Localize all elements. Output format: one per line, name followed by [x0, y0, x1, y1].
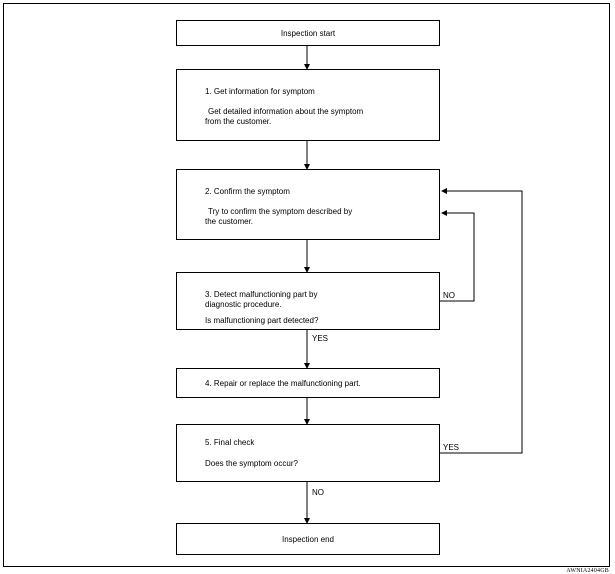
inspection-start-box: Inspection start — [176, 20, 440, 46]
step2-desc-line1: Try to confirm the symptom described by — [208, 207, 353, 216]
step4-title: 4. Repair or replace the malfunctioning … — [205, 378, 361, 388]
loop-step5-yes-to-step2 — [440, 188, 523, 454]
inspection-end-box: Inspection end — [176, 523, 440, 555]
step5-question: Does the symptom occur? — [205, 459, 298, 468]
step3-title-line2: diagnostic procedure. — [205, 300, 282, 309]
step5-title: 5. Final check — [205, 438, 255, 447]
step3-box: 3. Detect malfunctioning part by diagnos… — [176, 272, 440, 330]
step1-desc-line2: from the customer. — [205, 117, 272, 126]
step3-yes-label: YES — [312, 334, 329, 343]
step1-desc-line1: Get detailed information about the sympt… — [208, 107, 364, 116]
step3-question: Is malfunctioning part detected? — [205, 316, 319, 325]
step3-no-label: NO — [443, 291, 455, 300]
figure-code: AWNIA2404GB — [566, 568, 609, 574]
step4-box: 4. Repair or replace the malfunctioning … — [176, 368, 440, 398]
step2-title: 2. Confirm the symptom — [205, 187, 290, 196]
inspection-start-label: Inspection start — [280, 28, 336, 38]
step5-yes-label: YES — [443, 443, 460, 452]
figure-frame — [3, 3, 610, 567]
step5-box: 5. Final check Does the symptom occur? — [176, 424, 440, 482]
loop-step3-no-to-step2 — [440, 210, 475, 302]
step1-box: 1. Get information for symptom Get detai… — [176, 69, 440, 141]
step2-box: 2. Confirm the symptom Try to confirm th… — [176, 169, 440, 240]
inspection-end-label: Inspection end — [281, 534, 335, 544]
step3-title-line1: 3. Detect malfunctioning part by — [205, 290, 318, 299]
step5-no-label: NO — [312, 488, 324, 497]
step1-title: 1. Get information for symptom — [205, 87, 315, 96]
step2-desc-line2: the customer. — [205, 217, 254, 226]
